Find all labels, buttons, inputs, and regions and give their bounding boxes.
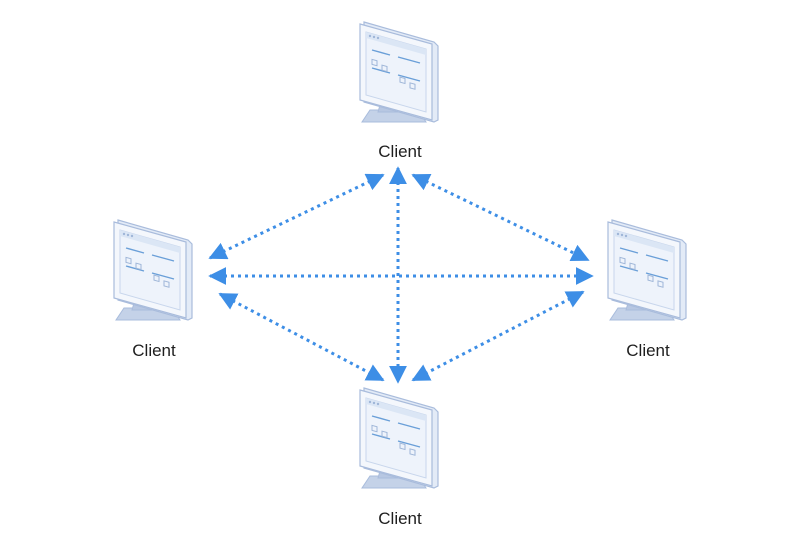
client-label-left: Client xyxy=(132,341,176,360)
client-monitor-bottom xyxy=(359,387,439,489)
client-monitor-right xyxy=(607,219,687,321)
client-label-right: Client xyxy=(626,341,670,360)
client-label-top: Client xyxy=(378,142,422,161)
client-label-bottom: Client xyxy=(378,509,422,528)
connection-top-right xyxy=(411,173,590,262)
client-monitor-left xyxy=(113,219,193,321)
connection-left-bottom xyxy=(218,292,385,382)
connections xyxy=(208,166,594,384)
connection-right-bottom xyxy=(411,290,585,382)
connection-left-top xyxy=(208,173,385,260)
client-monitor-top xyxy=(359,21,439,123)
